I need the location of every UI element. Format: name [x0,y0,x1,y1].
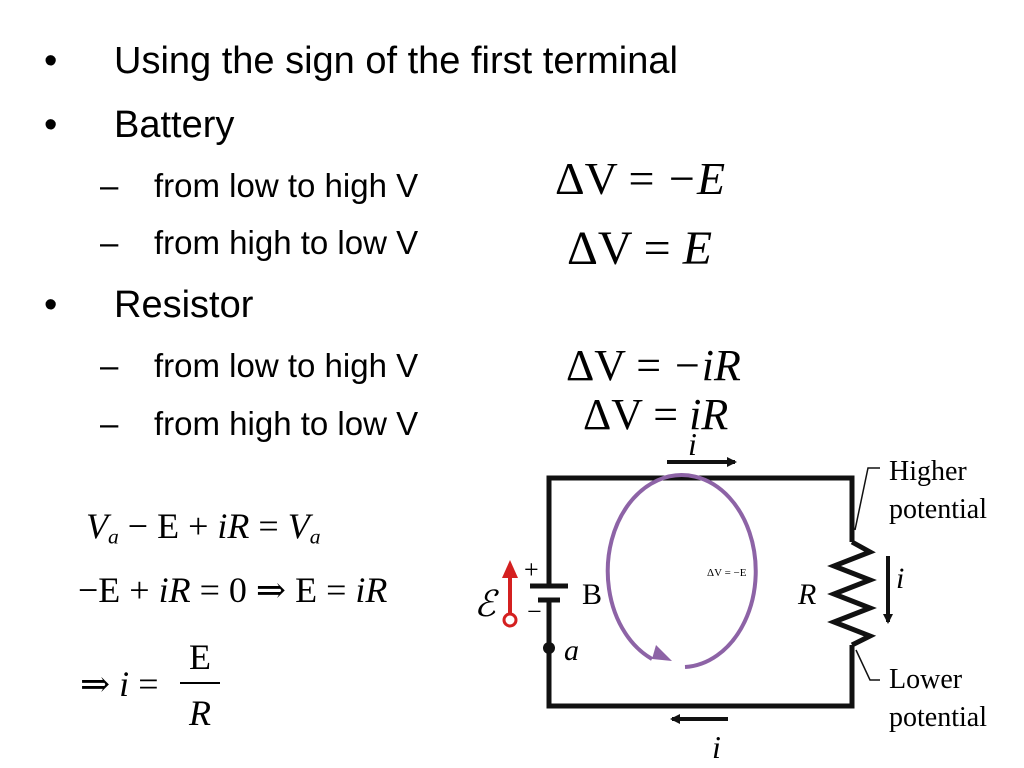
equation-op: = [643,222,671,275]
lower-potential-leader [855,649,880,681]
bullet-text: Battery [114,104,235,146]
equation-op: = [653,390,679,439]
dash-mark: – [100,405,119,442]
equation-op: = [628,153,655,204]
ir-term: iR [158,570,191,610]
emf-tail-circle [502,612,518,628]
dash-mark: – [100,167,119,204]
bullet-mark: • [44,104,58,146]
circuit-wire [546,475,855,586]
resistor-zigzag [827,539,877,648]
equals-sign: = [129,664,168,704]
subscript-a: a [309,524,321,549]
equation-lhs: ΔV [567,222,632,275]
equation-resistor-low-high: ΔV = −iR [566,344,741,388]
subitem-text: from high to low V [154,405,419,442]
implies-symbol: ⇒ [80,664,111,704]
subitem-text: from high to low V [154,224,419,261]
current-label-bottom: i [712,729,721,765]
loop-equation-label: ΔV = −E [707,567,747,579]
bullet-mark: • [44,40,58,82]
derivation-line-2: −E + iR = 0 ⇒ E = iR [78,572,387,608]
lower-potential-label: potential [889,702,987,733]
equation-rhs: E [682,222,713,275]
equation-rhs: −iR [672,341,741,390]
fraction-numerator: E [189,637,211,677]
lower-potential-label: Lower [889,664,963,695]
point-a-label: a [564,634,579,667]
battery-label: B [582,578,602,611]
fraction-bar [180,682,220,684]
voltage-symbol: V [287,506,310,546]
current-label-top: i [688,426,697,462]
point-a-dot [543,642,555,654]
derivation-text: − E + [118,506,218,546]
equals-sign: = [249,506,288,546]
current-symbol: i [119,664,130,704]
subscript-a: a [108,524,119,549]
higher-potential-leader [854,467,880,531]
emf-symbol: ℰ [474,584,499,624]
resistor-label: R [797,578,816,611]
higher-potential-label: Higher [889,456,967,487]
equation-battery-low-high: ΔV = −E [555,156,725,202]
loop-arrowhead [652,645,672,661]
minus-sign: − [527,597,542,626]
current-label-resistor: i [896,562,904,595]
fraction-denominator: R [189,693,211,733]
derivation-line-3: ⇒ i = [80,666,168,702]
subitem-text: from low to high V [154,167,419,204]
derivation-text: = 0 ⇒ E = [190,570,356,610]
ir-term: iR [355,570,388,610]
equation-lhs: ΔV [583,390,643,439]
equation-resistor-high-low: ΔV = iR [583,393,728,437]
dash-mark: – [100,347,119,384]
equation-op: = [636,341,662,390]
derivation-line-1: Va − E + iR = Va [86,508,321,548]
dash-mark: – [100,224,119,261]
voltage-symbol: V [86,506,108,546]
emf-arrowhead [502,560,518,578]
equation-lhs: ΔV [555,153,617,204]
fraction-e-over-r: E R [180,636,220,736]
higher-potential-label: potential [889,494,987,525]
ir-term: iR [217,506,250,546]
equation-rhs: iR [689,390,729,439]
bullet-text: Using the sign of the first terminal [114,40,678,82]
loop-direction-circle [605,473,758,669]
equation-rhs: −E [665,153,726,204]
bullet-mark: • [44,284,58,326]
equation-lhs: ΔV [566,341,626,390]
plus-sign: + [524,555,539,584]
circuit-wire [546,600,855,709]
derivation-text: −E + [78,570,159,610]
equation-battery-high-low: ΔV = E [567,225,712,273]
bullet-text: Resistor [114,284,254,326]
subitem-text: from low to high V [154,347,419,384]
